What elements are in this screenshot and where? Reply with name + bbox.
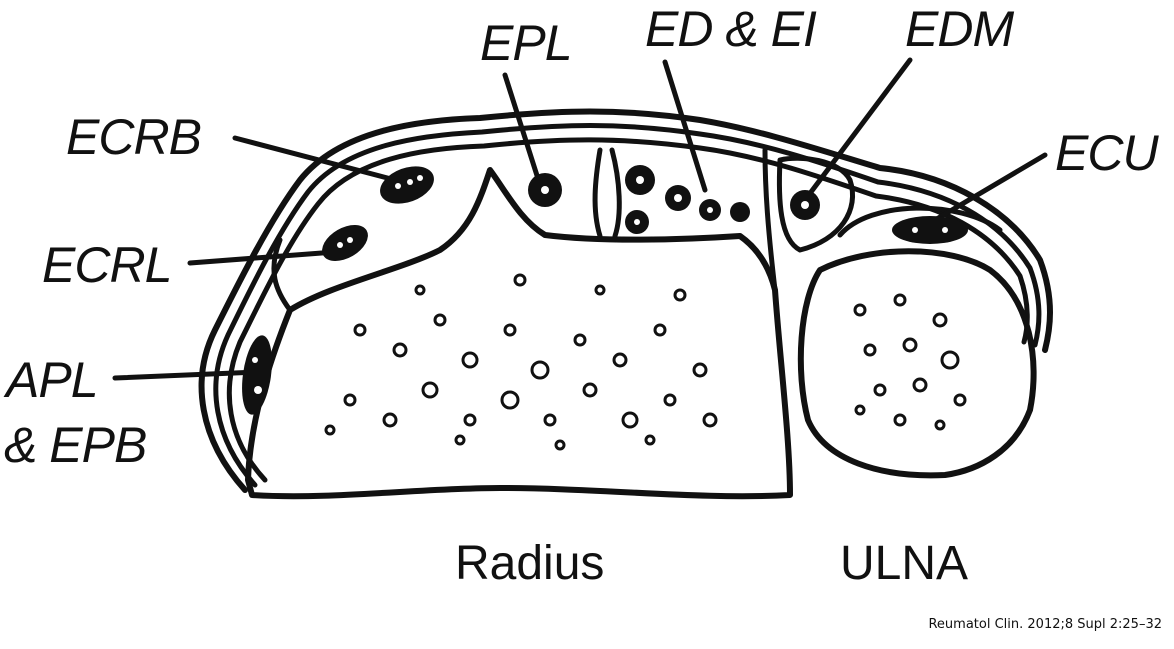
radius-trabecular-pattern (324, 273, 718, 451)
tendon-ecrb (380, 166, 434, 204)
leader-ecu (932, 152, 1048, 223)
label-ecrl: ECRL (42, 237, 172, 293)
radius-bone-outline (245, 167, 793, 500)
tendon-ecrl (322, 224, 368, 262)
septum-1 (271, 237, 293, 313)
label-ed-ei: ED & EI (645, 1, 817, 57)
label-radius: Radius (455, 537, 605, 590)
label-epb: & EPB (4, 417, 147, 473)
retinaculum-inner (226, 137, 1030, 483)
septum-3 (609, 147, 622, 239)
ulna-bone-outline (797, 248, 1037, 479)
label-ecrb: ECRB (66, 109, 202, 165)
tendon-ed-4 (730, 202, 750, 222)
leader-edm (802, 57, 913, 203)
leader-ecrl (187, 249, 338, 266)
label-edm: EDM (905, 1, 1014, 57)
label-epl: EPL (480, 15, 573, 71)
leader-apl (112, 369, 261, 381)
leader-epl (502, 72, 543, 188)
retinaculum-outer (198, 108, 1053, 493)
leader-ecrb (232, 135, 398, 183)
septum-4 (762, 147, 778, 293)
label-ecu: ECU (1055, 125, 1159, 181)
tendon-ecu (892, 216, 968, 244)
septum-2 (592, 147, 603, 239)
citation: Reumatol Clin. 2012;8 Supl 2:25–32 (928, 617, 1162, 632)
label-apl: APL (6, 352, 99, 408)
leader-ed-ei (662, 59, 708, 193)
label-ulna: ULNA (840, 537, 969, 590)
septum-5 (776, 155, 856, 253)
ecu-sheath (837, 205, 1003, 238)
ulna-trabecular-pattern (853, 293, 967, 431)
tendon-apl-epb (242, 335, 272, 415)
